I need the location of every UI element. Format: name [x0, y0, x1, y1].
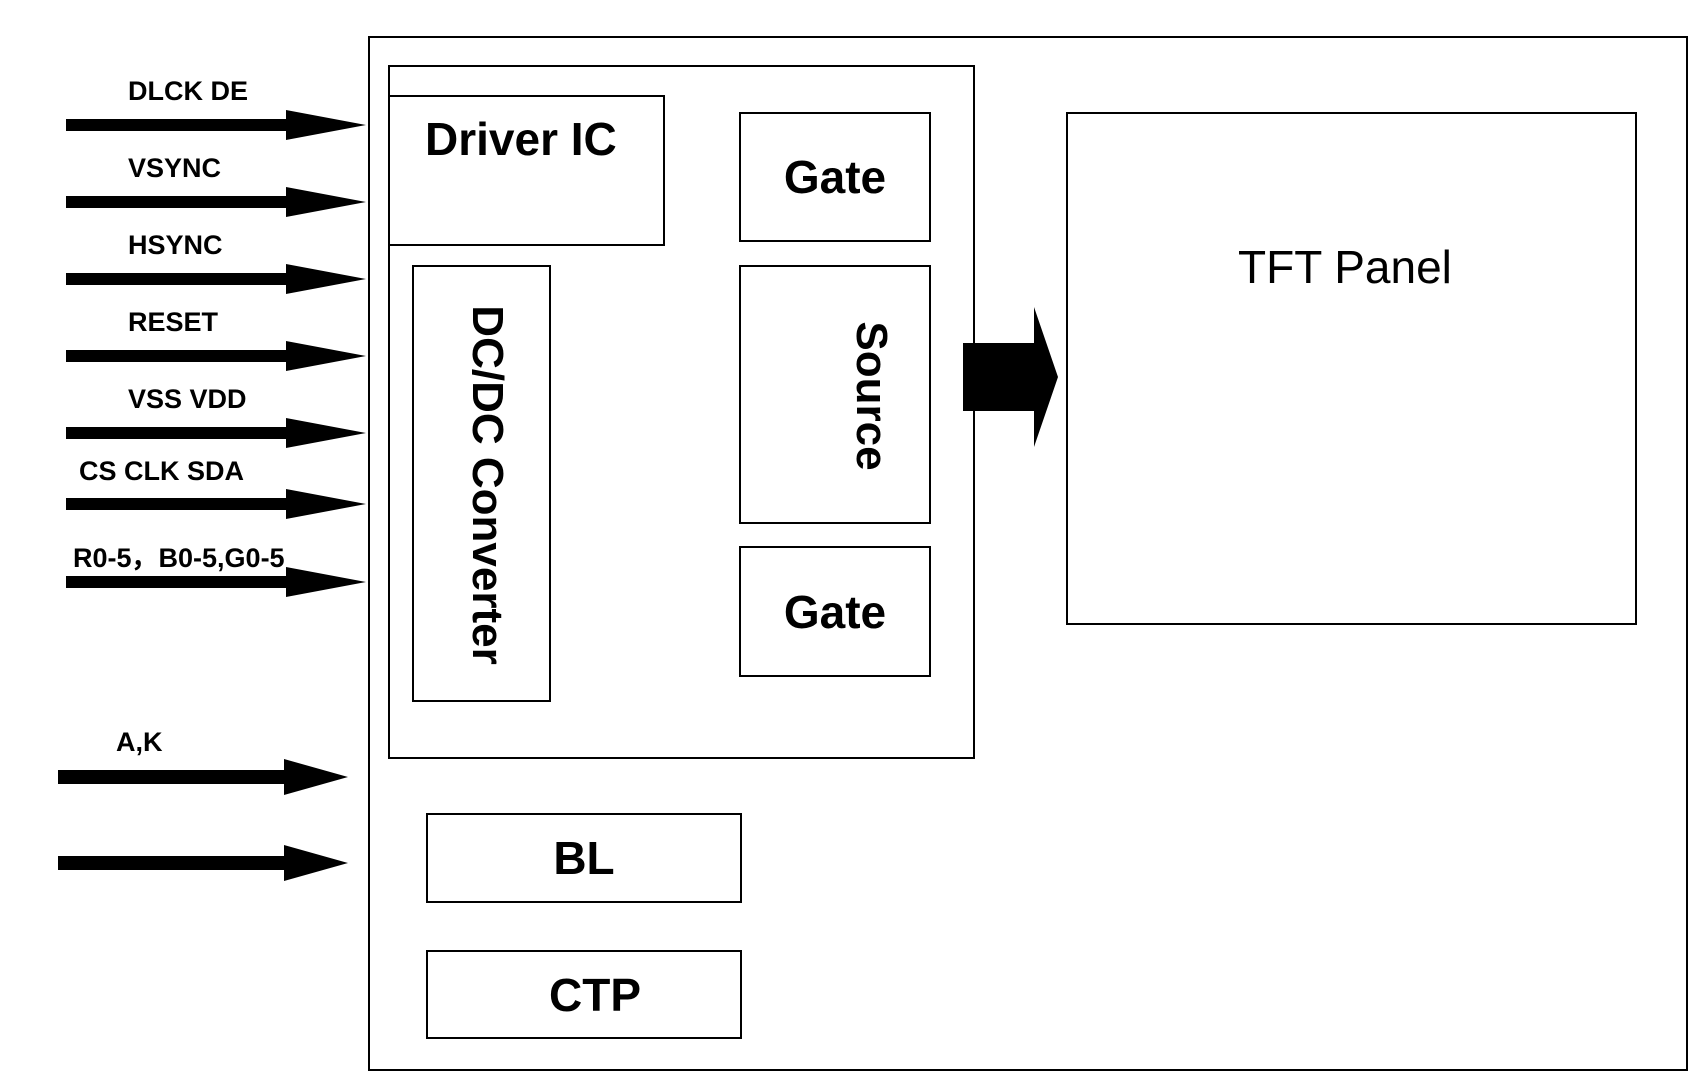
tft-panel-block: TFT Panel: [1066, 112, 1637, 625]
signal-arrow-vsync: [66, 187, 366, 217]
signal-label-vss-vdd: VSS VDD: [128, 384, 247, 414]
source-block: Source: [739, 265, 931, 524]
signal-label-cs-clk-sda: CS CLK SDA: [79, 456, 245, 486]
gate-bottom-block: Gate: [739, 546, 931, 677]
dcdc-converter-block: DC/DC Converter: [412, 265, 551, 702]
source-to-panel-arrow: [963, 307, 1058, 447]
bl-block: BL: [426, 813, 742, 903]
signal-arrow-rgb: [66, 567, 366, 597]
signal-label-a-k: A,K: [116, 727, 163, 757]
driver-ic-label: Driver IC: [425, 113, 617, 165]
signal-label-dlck-de: DLCK DE: [128, 76, 248, 106]
signal-label-vsync: VSYNC: [128, 153, 222, 183]
driver-ic-block: Driver IC: [388, 95, 665, 246]
gate-top-block: Gate: [739, 112, 931, 242]
signal-label-hsync: HSYNC: [128, 230, 223, 260]
ctp-block: CTP: [426, 950, 742, 1039]
tft-panel-label: TFT Panel: [1238, 241, 1452, 293]
gate-bottom-label: Gate: [783, 585, 887, 638]
source-label: Source: [847, 321, 896, 471]
signal-arrow-cs-clk-sda: [66, 489, 366, 519]
dcdc-converter-label: DC/DC Converter: [463, 305, 512, 665]
signal-arrow-bl: [58, 845, 348, 881]
bl-label: BL: [553, 832, 615, 884]
signal-arrow-dlck-de: [66, 110, 366, 140]
signal-arrow-hsync: [66, 264, 366, 294]
signal-arrow-a-k: [58, 759, 348, 795]
signal-label-reset: RESET: [128, 307, 219, 337]
gate-top-label: Gate: [783, 151, 887, 203]
signal-arrow-reset: [66, 341, 366, 371]
signal-arrow-vss-vdd: [66, 418, 366, 448]
ctp-label: CTP: [549, 968, 641, 1021]
signal-label-rgb: R0-5，B0-5,G0-5: [73, 543, 285, 573]
